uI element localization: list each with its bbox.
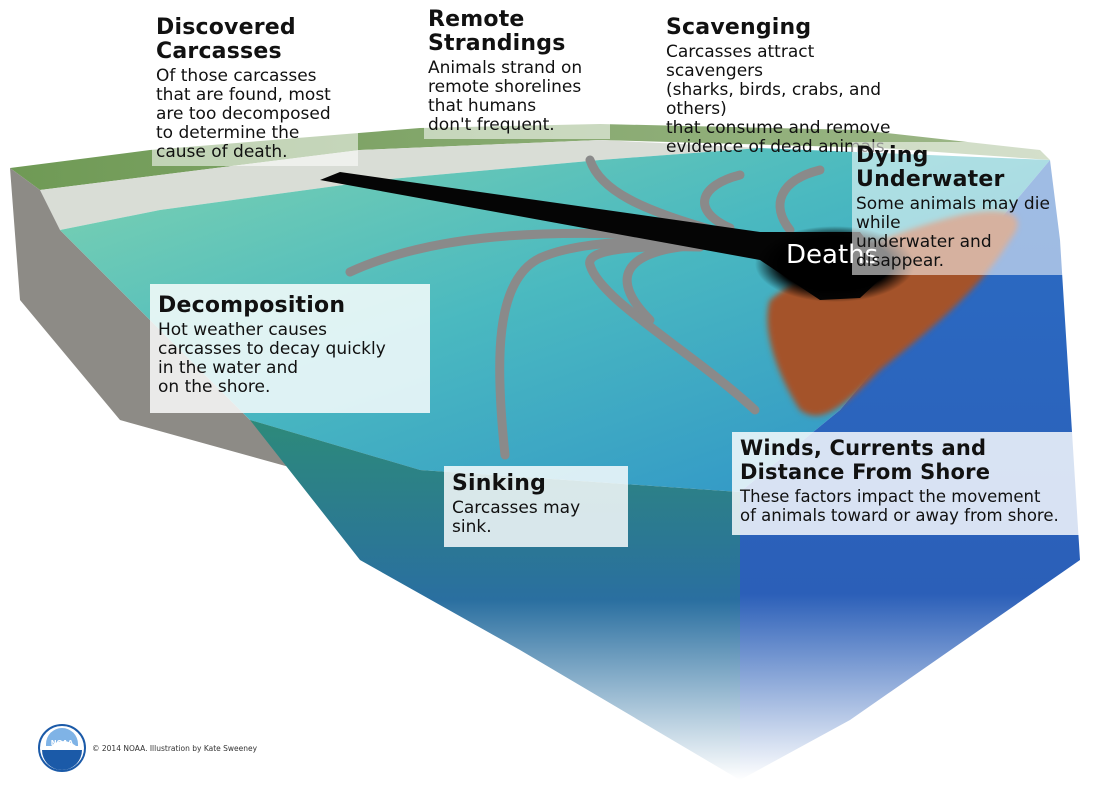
beach-sand [40,140,760,230]
description-line: Animals strand on [428,58,583,78]
path-to-winds [585,242,760,415]
description-line: on the shore. [158,377,271,397]
carcass-paths [345,155,825,460]
deaths-band [320,172,890,300]
path-to-sinking [495,236,705,460]
scavenging-title: Scavenging [666,15,812,40]
discovered-carcasses-title: Discovered Carcasses [156,15,296,64]
dying-underwater-callout: Dying Underwater Some animals may die wh… [852,142,1076,275]
scavenging-callout: Scavenging Carcasses attract scavengers … [666,16,906,157]
noaa-logo-text: NOAA [51,739,74,747]
description-line: carcasses to decay quickly [158,339,386,359]
scavenging-description: Carcasses attract scavengers (sharks, bi… [666,43,906,157]
winds-currents-callout: Winds, Currents and Distance From Shore … [732,432,1096,535]
description-line: of animals toward or away from shore. [740,506,1059,525]
description-line: evidence of dead animals. [666,137,891,157]
description-line: remote shorelines [428,77,582,97]
description-line: Some animals may die while [856,194,1050,233]
credit-text: © 2014 NOAA. Illustration by Kate Sweene… [92,743,258,753]
decomposition-title: Decomposition [158,293,346,318]
description-line: underwater and disappear. [856,232,992,271]
description-line: Of those carcasses [156,66,317,86]
description-line: Carcasses attract scavengers [666,42,815,81]
description-line: These factors impact the movement [740,487,1041,506]
description-line: that consume and remove [666,118,891,138]
discovered-carcasses-description: Of those carcasses that are found, most … [156,67,352,162]
description-line: that humans [428,96,537,116]
description-line: don't frequent. [428,115,555,135]
path-to-scavenging-2 [775,165,825,235]
sinking-title: Sinking [452,471,547,496]
noaa-logo-icon: NOAA [38,724,86,772]
credit-footer: NOAA © 2014 NOAA. Illustration by Kate S… [38,722,257,774]
description-line: (sharks, birds, crabs, and others) [666,80,882,119]
winds-currents-description: These factors impact the movement of ani… [740,487,1092,525]
ground-side [10,168,420,470]
sinking-description: Carcasses may sink. [452,499,618,537]
description-line: Carcasses may sink. [452,498,581,537]
remote-strandings-title: Remote Strandings [428,7,566,56]
sinking-callout: Sinking Carcasses may sink. [444,466,628,547]
description-line: Hot weather causes [158,320,328,340]
description-line: that are found, most [156,85,331,105]
description-line: to determine the [156,123,300,143]
winds-currents-title: Winds, Currents and Distance From Shore [740,436,991,484]
description-line: are too decomposed [156,104,331,124]
remote-strandings-callout: Remote Strandings Animals strand on remo… [424,6,610,139]
remote-strandings-description: Animals strand on remote shorelines that… [428,59,604,135]
dying-underwater-description: Some animals may die while underwater an… [856,195,1070,271]
decomposition-description: Hot weather causes carcasses to decay qu… [158,321,420,397]
discovered-carcasses-callout: Discovered Carcasses Of those carcasses … [152,14,358,166]
dying-underwater-title: Dying Underwater [856,143,1005,192]
description-line: cause of death. [156,142,288,162]
description-line: in the water and [158,358,299,378]
decomposition-callout: Decomposition Hot weather causes carcass… [150,284,430,413]
path-to-scavenging-1 [700,170,745,233]
